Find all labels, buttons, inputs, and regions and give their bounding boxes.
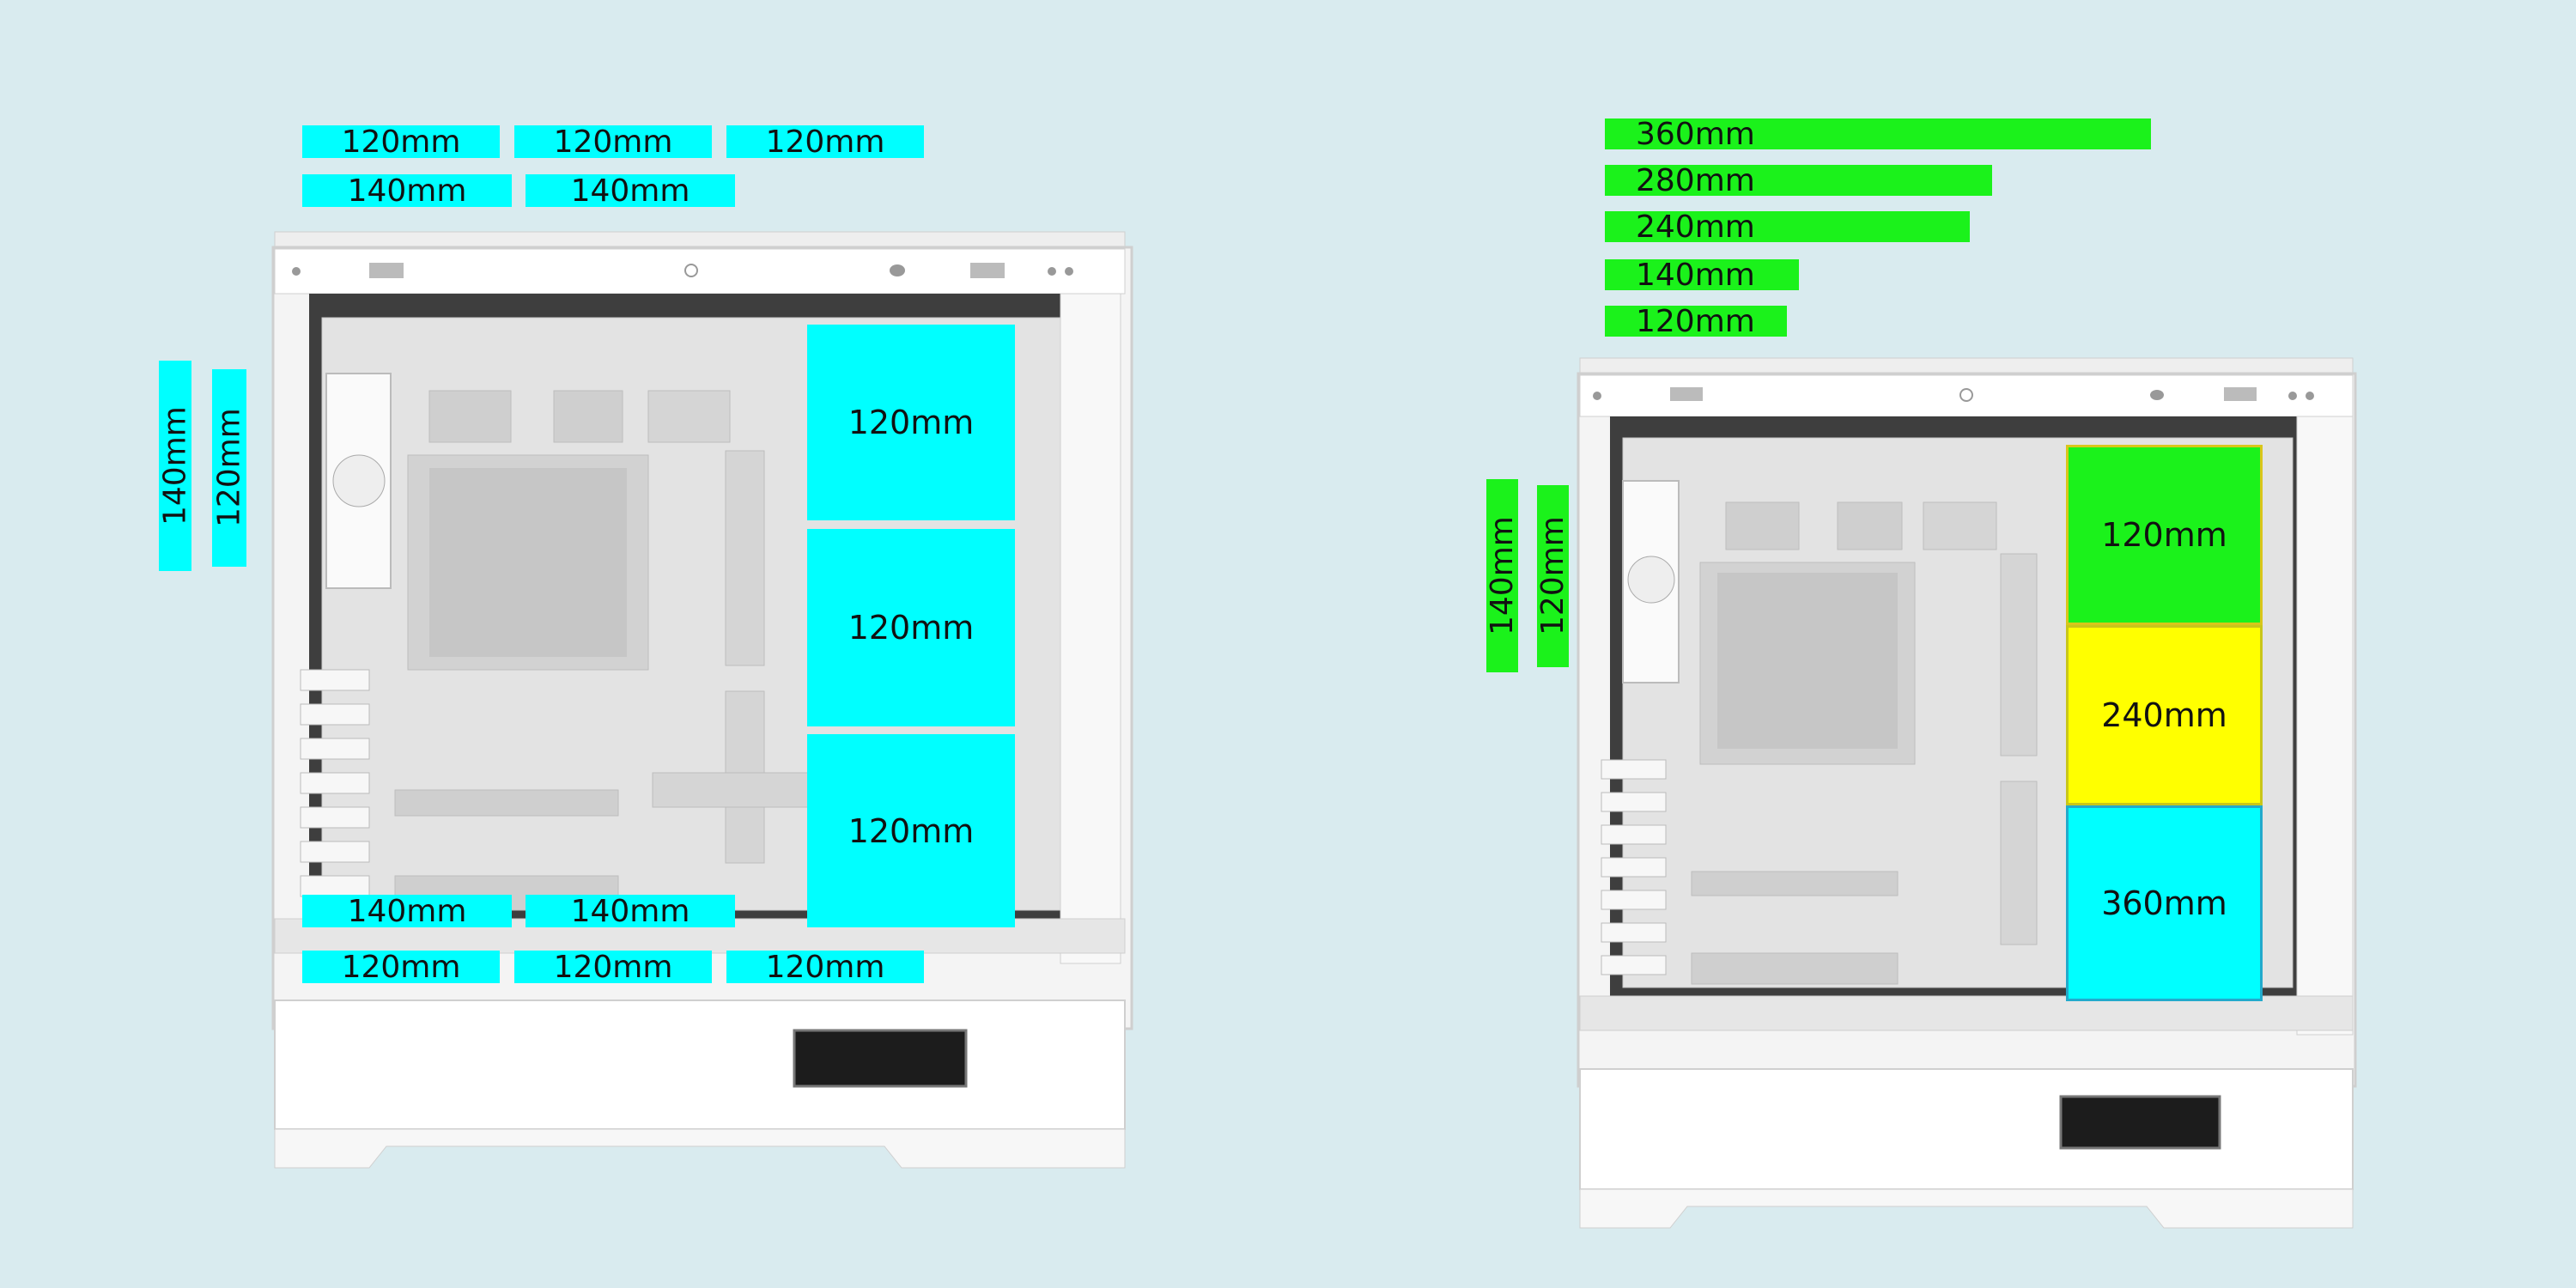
top-fan-label-120-3: 120mm	[726, 125, 924, 160]
front-fan-box-1: 120mm	[807, 325, 1015, 520]
bottom-fan-label-140-2: 140mm	[526, 894, 735, 929]
rear-fan-label-120: 120mm	[212, 369, 247, 567]
top-radiator-label-140: 140mm	[1605, 258, 1799, 293]
rear-radiator-label-120: 120mm	[1535, 485, 1571, 667]
left-pc-case	[271, 231, 1133, 1169]
top-fan-label-140-2: 140mm	[526, 173, 735, 209]
top-radiator-label-240: 240mm	[1605, 210, 1970, 245]
front-radiator-box-120: 120mm	[2066, 445, 2263, 625]
top-fan-label-140-1: 140mm	[302, 173, 512, 209]
bottom-fan-label-120-1: 120mm	[302, 950, 500, 985]
top-fan-label-120-2: 120mm	[514, 125, 712, 160]
top-fan-label-120-1: 120mm	[302, 125, 500, 160]
front-radiator-box-360: 360mm	[2066, 805, 2263, 1001]
front-fan-box-2: 120mm	[807, 529, 1015, 726]
bottom-fan-label-120-3: 120mm	[726, 950, 924, 985]
rear-radiator-label-140: 140mm	[1485, 479, 1520, 672]
rear-fan-label-140: 140mm	[158, 361, 193, 571]
top-radiator-label-360: 360mm	[1605, 117, 2151, 152]
front-radiator-box-240: 240mm	[2066, 625, 2263, 805]
bottom-fan-label-140-1: 140mm	[302, 894, 512, 929]
front-fan-box-3: 120mm	[807, 734, 1015, 927]
top-radiator-label-120: 120mm	[1605, 304, 1787, 339]
bottom-fan-label-120-2: 120mm	[514, 950, 712, 985]
top-radiator-label-280: 280mm	[1605, 163, 1992, 198]
